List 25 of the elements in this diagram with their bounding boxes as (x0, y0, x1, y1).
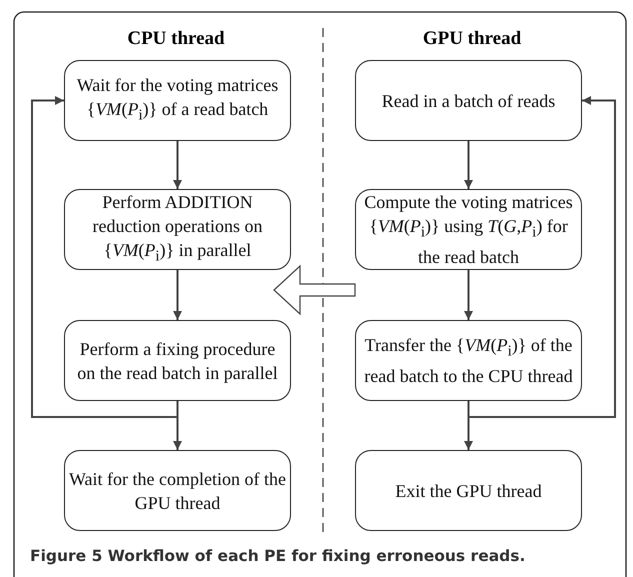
column-heading: GPU thread (422, 28, 522, 50)
arrow (464, 270, 473, 320)
step-text: Wait for the voting matrices {VM(P$_{i}$)} of a read batch (76, 74, 280, 126)
step-text: Wait for the completion of the GPU thread (69, 468, 286, 514)
step-text: Compute the voting matrices {VM(P$_{i}$)} using T(G,P$_{i}$) for the read batch (363, 191, 574, 269)
step-text: Exit the GPU thread (395, 480, 542, 502)
process-box (64, 450, 291, 531)
step-text: Transfer the {VM(P$_{i}$)} of the read batch to the CPU thread (363, 334, 574, 388)
process-box (64, 320, 291, 401)
arrow (464, 141, 473, 189)
step-text: Perform a fixing procedure on the read batch in parallel (76, 338, 279, 384)
block-arrow (273, 264, 356, 316)
figure-caption: Figure 5 Workflow of each PE for fixing erroneous reads. (30, 547, 526, 565)
step-text: Perform ADDITION reduction operations on {VM(P$_{i}$)} in parallel (92, 191, 264, 267)
arrow (468, 96, 616, 418)
arrow (173, 141, 182, 189)
process-box (355, 320, 582, 401)
step-text: Read in a batch of reads (382, 90, 556, 112)
arrow (173, 270, 182, 320)
process-box (64, 189, 291, 270)
process-box (64, 60, 291, 141)
column-heading: CPU thread (126, 28, 226, 50)
process-box (355, 450, 582, 531)
arrow (31, 96, 178, 418)
process-box (355, 60, 582, 141)
